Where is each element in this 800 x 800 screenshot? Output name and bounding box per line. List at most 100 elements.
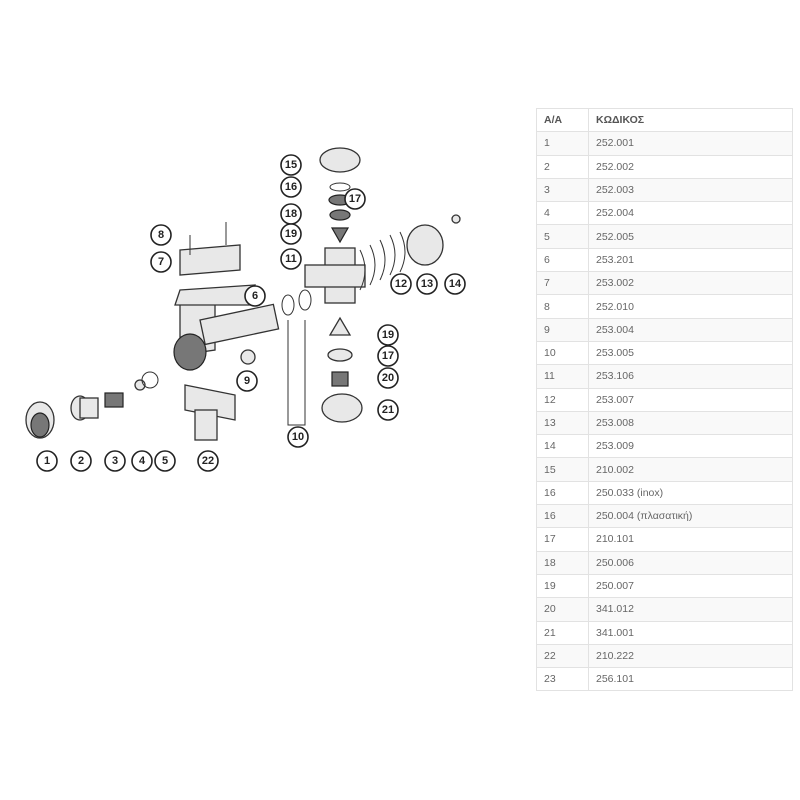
part-index-cell: 22 [536, 643, 589, 669]
part-code-cell: 253.004 [588, 317, 793, 342]
part-index-cell: 1 [536, 131, 589, 156]
part-code-cell: 253.005 [588, 340, 793, 366]
svg-text:17: 17 [382, 350, 394, 362]
part-index-cell: 8 [536, 294, 589, 319]
callout-17: 17 [344, 188, 366, 210]
part-code-cell: 256.101 [588, 667, 793, 692]
callout-7: 7 [150, 251, 172, 273]
callout-6: 6 [244, 285, 266, 307]
svg-text:20: 20 [382, 372, 394, 384]
callout-3: 3 [104, 450, 126, 472]
part-code-cell: 253.002 [588, 271, 793, 296]
svg-text:2: 2 [78, 455, 84, 467]
part-index-cell: 11 [536, 364, 589, 389]
callout-15: 15 [280, 154, 302, 176]
header-index: Α/Α [536, 107, 589, 133]
part-index-cell: 5 [536, 224, 589, 249]
callout-14: 14 [444, 273, 466, 295]
part-code-cell: 250.033 (inox) [588, 480, 793, 506]
part-code-cell: 252.010 [588, 294, 793, 319]
part-index-cell: 19 [536, 573, 589, 599]
part-code-cell: 341.012 [588, 597, 793, 622]
callout-22: 22 [197, 450, 219, 472]
svg-text:3: 3 [112, 455, 118, 467]
part-index-cell: 4 [536, 201, 589, 226]
part-index-cell: 20 [536, 597, 589, 622]
callout-10: 10 [287, 426, 309, 448]
part-code-cell: 252.003 [588, 177, 793, 203]
part-index-cell: 13 [536, 410, 589, 436]
svg-text:12: 12 [395, 278, 407, 290]
part-index-cell: 18 [536, 550, 589, 575]
svg-text:19: 19 [285, 228, 297, 240]
svg-text:6: 6 [252, 290, 258, 302]
part-code-cell: 253.007 [588, 387, 793, 412]
callout-16: 16 [280, 176, 302, 198]
part-index-cell: 16 [536, 480, 589, 506]
part-index-cell: 21 [536, 620, 589, 645]
svg-text:22: 22 [202, 455, 214, 467]
callout-8: 8 [150, 224, 172, 246]
svg-text:16: 16 [285, 181, 297, 193]
part-index-cell: 3 [536, 177, 589, 203]
part-code-cell: 252.005 [588, 224, 793, 249]
callout-12: 12 [390, 273, 412, 295]
part-code-cell: 250.007 [588, 573, 793, 599]
svg-text:13: 13 [421, 278, 433, 290]
svg-text:19: 19 [382, 329, 394, 341]
header-code: ΚΩΔΙΚΟΣ [588, 107, 793, 133]
svg-text:4: 4 [139, 455, 146, 467]
svg-text:9: 9 [244, 375, 250, 387]
part-index-cell: 7 [536, 271, 589, 296]
part-index-cell: 6 [536, 247, 589, 273]
svg-text:14: 14 [449, 278, 462, 290]
callout-13: 13 [416, 273, 438, 295]
part-index-cell: 23 [536, 667, 589, 692]
part-code-cell: 253.201 [588, 247, 793, 273]
part-index-cell: 10 [536, 340, 589, 366]
callout-5: 5 [154, 450, 176, 472]
callout-19: 19 [377, 324, 399, 346]
part-code-cell: 210.101 [588, 527, 793, 552]
part-index-cell: 9 [536, 317, 589, 342]
callout-18: 18 [280, 203, 302, 225]
table-header-row: Α/Α ΚΩΔΙΚΟΣ [536, 107, 793, 133]
svg-text:1: 1 [44, 455, 50, 467]
callout-20: 20 [377, 367, 399, 389]
callout-17: 17 [377, 345, 399, 367]
svg-text:17: 17 [349, 193, 361, 205]
part-index-cell: 2 [536, 154, 589, 179]
callout-21: 21 [377, 399, 399, 421]
part-code-cell: 341.001 [588, 620, 793, 645]
callout-2: 2 [70, 450, 92, 472]
svg-text:11: 11 [285, 253, 297, 265]
part-index-cell: 12 [536, 387, 589, 412]
parts-drawing [25, 147, 461, 441]
svg-text:8: 8 [158, 229, 164, 241]
part-code-cell: 250.004 (πλασατική) [588, 504, 793, 529]
svg-text:7: 7 [158, 256, 164, 268]
part-index-cell: 16 [536, 504, 589, 529]
part-code-cell: 210.222 [588, 643, 793, 669]
